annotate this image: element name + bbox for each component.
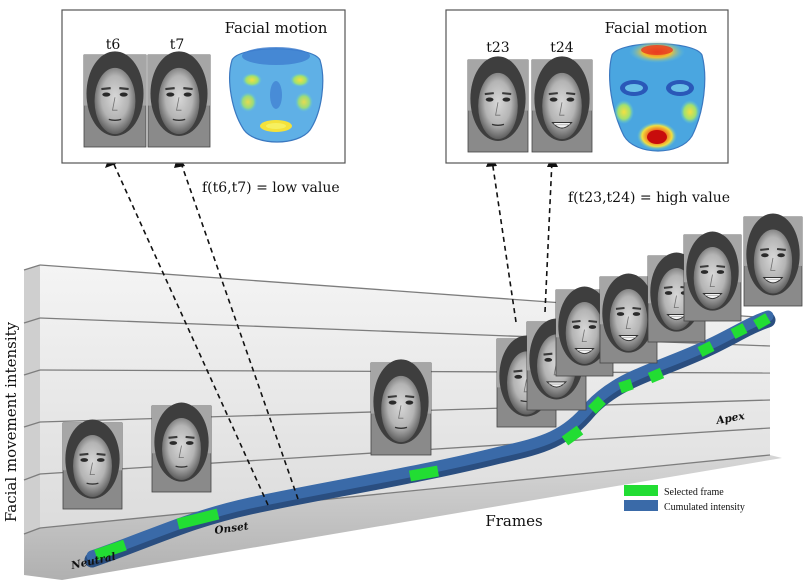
selected-segment	[753, 313, 771, 330]
face-thumbnail	[555, 286, 614, 377]
left-gridline-ends	[23, 264, 41, 535]
selected-segment	[697, 341, 715, 357]
selected-segment	[176, 508, 220, 530]
panel-right-frame-b-label: t24	[550, 40, 574, 56]
face-sequence	[62, 213, 803, 510]
panel-left-motion-title: Facial motion	[225, 19, 328, 37]
panel-right-face-b	[531, 56, 593, 153]
panel-left-function-caption: f(t6,t7) = low value	[202, 180, 340, 196]
panel-right-frame-a-label: t23	[486, 40, 509, 56]
panel-left-frame-b-label: t7	[170, 37, 185, 53]
selected-segment	[730, 323, 748, 339]
x-axis-label: Frames	[485, 512, 542, 530]
label-apex: Apex	[714, 410, 746, 427]
panel-right-function-caption: f(t23,t24) = high value	[568, 190, 730, 206]
face-thumbnail	[599, 273, 658, 364]
floor	[24, 455, 782, 580]
panel-left: t6 t7 Facial motion f(t6,t7) = low value	[61, 9, 346, 196]
legend-selected-label: Selected frame	[664, 487, 724, 498]
connector-arrows	[111, 159, 553, 506]
face-thumbnail	[151, 402, 212, 493]
face-thumbnail	[743, 213, 803, 307]
face-thumbnail	[370, 359, 432, 456]
arrow-t6	[111, 159, 269, 506]
face-thumbnail	[62, 419, 123, 510]
motion-map-low	[229, 47, 324, 143]
panel-right-motion-title: Facial motion	[605, 19, 708, 37]
panel-right: t23 t24 Facial motion f(t23,t24) = high …	[445, 9, 730, 206]
legend-selected-swatch	[624, 485, 658, 496]
legend: Selected frame Cumulated intensity	[624, 485, 745, 513]
arrow-t23	[491, 159, 517, 323]
selected-segment	[588, 396, 606, 414]
legend-cumulated-label: Cumulated intensity	[664, 502, 745, 513]
intensity-curve	[84, 310, 776, 568]
selected-segment	[409, 465, 439, 482]
legend-cumulated-swatch	[624, 500, 658, 511]
left-wall	[24, 265, 40, 534]
panel-left-face-a	[83, 51, 147, 148]
panel-left-face-b	[147, 51, 211, 148]
selected-segment	[647, 367, 665, 384]
selected-segment	[94, 539, 127, 561]
arrow-t24	[544, 159, 553, 313]
panel-left-frame-a-label: t6	[106, 37, 121, 53]
panel-right-face-a	[467, 56, 529, 153]
y-axis-label: Facial movement intensity	[2, 321, 20, 522]
arrow-t7	[179, 159, 299, 500]
selected-segment	[618, 378, 634, 394]
motion-map-high	[609, 41, 706, 152]
label-onset: Onset	[214, 520, 250, 537]
selected-segment	[561, 425, 584, 446]
selected-frame-segments	[94, 313, 771, 561]
face-thumbnail	[683, 231, 742, 322]
